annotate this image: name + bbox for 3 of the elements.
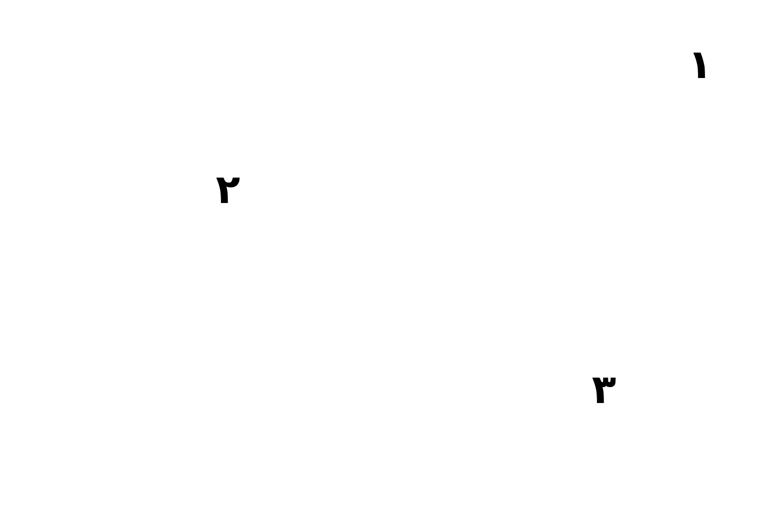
callout-number: ۲ bbox=[216, 166, 240, 214]
callout-number: ۱ bbox=[688, 41, 712, 89]
callout-number: ۳ bbox=[592, 366, 616, 414]
